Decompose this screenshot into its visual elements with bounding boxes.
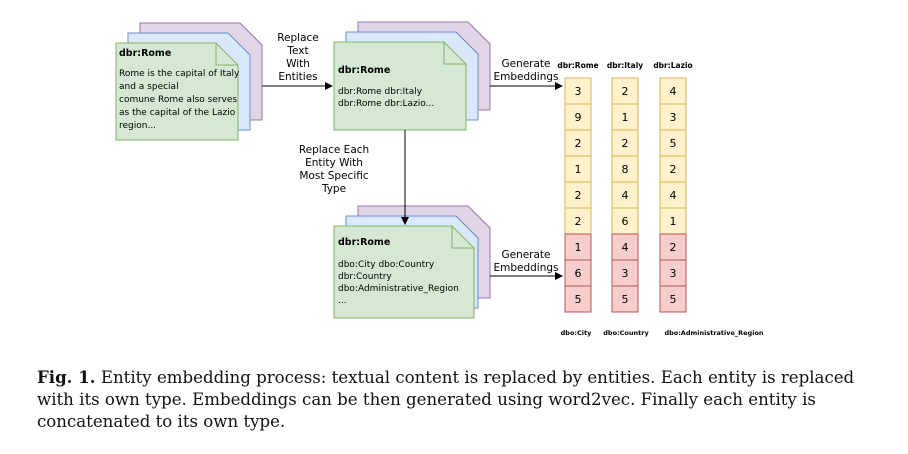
column-header: dbr:Italy [607,61,643,70]
doc2-fold [443,42,466,65]
cell-value: 2 [575,137,582,150]
label-line: Replace [277,32,319,44]
doc2-title: dbr:Rome [338,65,390,76]
entity-embedding-cell [564,181,592,209]
figure-caption: Fig. 1. Entity embedding process: textua… [37,366,872,433]
type-embedding-cell [611,285,639,313]
cell-value: 5 [622,293,629,306]
label-generate-bottom: Generate Embeddings [493,249,558,274]
entity-embedding-cell [611,103,639,131]
label-line: Entity With [305,157,363,169]
cell-value: 2 [575,215,582,228]
label-line: Type [321,183,346,195]
cell-value: 1 [670,215,677,228]
doc1-front [115,42,239,141]
label-line: Generate [501,58,550,70]
label-line: Replace Each [299,144,369,156]
entity-embedding-cell [611,77,639,105]
cell-value: 1 [622,111,629,124]
document-stack-entities: dbr:Rome dbr:Rome dbr:Italy dbr:Rome dbr… [333,21,491,131]
column-header: dbr:Rome [557,61,598,70]
entity-embedding-cell [659,77,687,105]
document-stack-text: dbr:Rome Rome is the capital of Italy an… [115,22,263,141]
label-line: Most Specific [299,170,369,182]
column-footer: dbo:City [561,329,592,337]
cell-value: 2 [622,137,629,150]
column-footer: dbo:Country [603,329,649,337]
doc1-line: as the capital of the Lazio [119,108,236,118]
type-embedding-cell [611,233,639,261]
type-embedding-cell [659,285,687,313]
cell-value: 2 [670,241,677,254]
cell-value: 1 [575,241,582,254]
document-stack-types: dbr:Rome dbo:City dbo:Country dbr:Countr… [333,205,491,319]
entity-embedding-cell [564,129,592,157]
cell-value: 6 [622,215,629,228]
cell-value: 5 [575,293,582,306]
cell-value: 4 [622,241,629,254]
cell-value: 4 [670,189,677,202]
caption-text: Entity embedding process: textual conten… [37,368,855,431]
cell-value: 3 [622,267,629,280]
doc3-line: dbo:Administrative_Region [338,284,459,294]
type-embedding-cell [611,259,639,287]
cell-value: 2 [575,189,582,202]
entity-embedding-cell [564,155,592,183]
cell-value: 6 [575,267,582,280]
cell-value: 9 [575,111,582,124]
cell-value: 4 [622,189,629,202]
doc3-front [333,225,475,319]
label-replace-each: Replace Each Entity With Most Specific T… [299,144,369,195]
label-replace-text: Replace Text With Entities [277,32,319,83]
doc3-title: dbr:Rome [338,237,390,248]
column-footer: dbo:Administrative_Region [664,329,763,337]
entity-embedding-cell [659,181,687,209]
label-line: Embeddings [493,262,558,274]
cell-value: 8 [622,163,629,176]
embedding-columns: dbr:Rome392122165dbr:Italy212846435dbr:L… [557,61,764,337]
doc2-line: dbr:Rome dbr:Lazio... [338,99,434,109]
doc3-line: ... [338,296,347,306]
cell-value: 1 [575,163,582,176]
doc1-fold [215,43,238,66]
label-line: Embeddings [493,71,558,83]
cell-value: 4 [670,85,677,98]
label-line: Entities [278,71,317,83]
doc2-front [333,41,467,131]
doc3-fold [451,226,474,249]
type-embedding-cell [564,285,592,313]
label-generate-top: Generate Embeddings [493,58,558,83]
doc3-line: dbo:City dbo:Country [338,260,435,270]
cell-value: 3 [670,267,677,280]
entity-embedding-cell [659,129,687,157]
label-line: With [286,58,310,70]
doc1-title: dbr:Rome [119,48,171,59]
column-header: dbr:Lazio [653,61,692,70]
cell-value: 5 [670,293,677,306]
label-line: Text [286,45,308,57]
cell-value: 3 [575,85,582,98]
cell-value: 5 [670,137,677,150]
type-embedding-cell [564,259,592,287]
doc3-line: dbr:Country [338,272,392,282]
cell-value: 2 [622,85,629,98]
entity-embedding-cell [611,155,639,183]
doc1-line: region... [119,121,156,131]
doc1-line: Rome is the capital of Italy [119,69,240,79]
caption-label: Fig. 1. [37,367,96,387]
doc1-line: comune Rome also serves [119,95,237,105]
doc1-line: and a special [119,82,179,92]
cell-value: 2 [670,163,677,176]
cell-value: 3 [670,111,677,124]
entity-embedding-cell [659,155,687,183]
doc2-line: dbr:Rome dbr:Italy [338,87,423,97]
label-line: Generate [501,249,550,261]
